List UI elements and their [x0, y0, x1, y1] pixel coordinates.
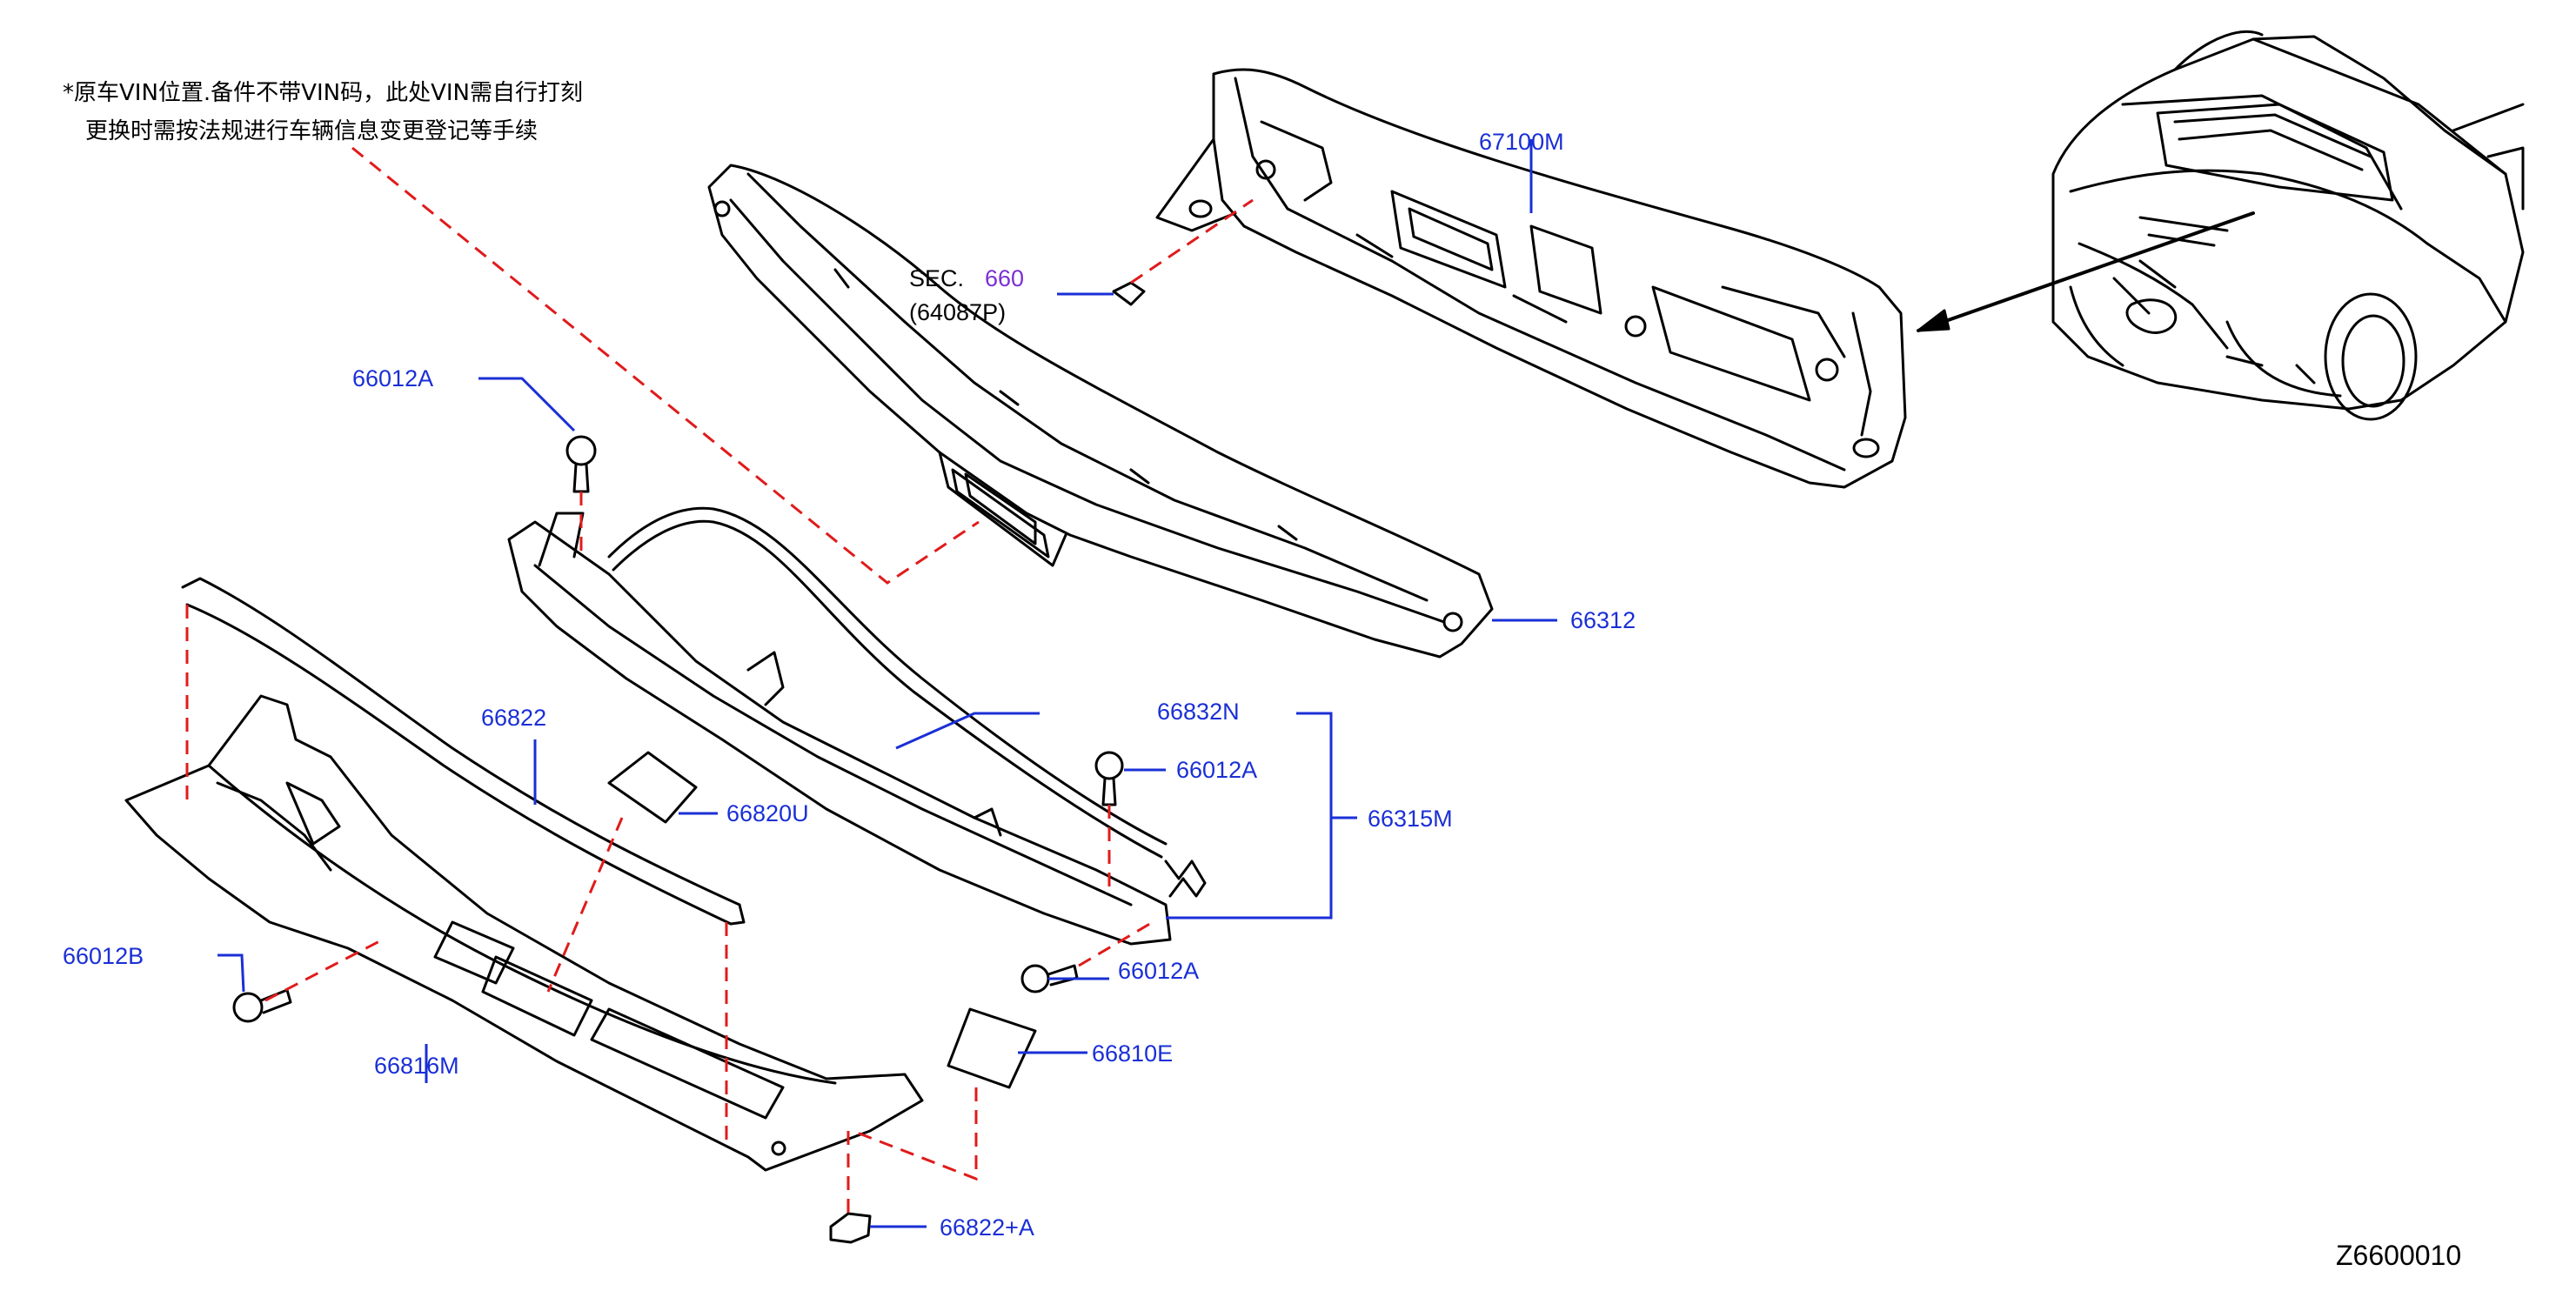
part-label-66012A-low[interactable]: 66012A	[1118, 958, 1200, 984]
dashed-reference-lines	[185, 146, 1254, 1214]
part-label-66810E[interactable]: 66810E	[1092, 1040, 1174, 1067]
part-66315M-cowl-assembly	[507, 506, 1207, 946]
part-label-66822A[interactable]: 66822+A	[940, 1214, 1034, 1241]
part-label-66315M[interactable]: 66315M	[1368, 806, 1453, 832]
leader-lines	[217, 139, 1557, 1228]
part-67100M-dash-panel	[1155, 68, 1907, 489]
part-label-66012A-mid[interactable]: 66012A	[1176, 757, 1258, 783]
part-label-66822[interactable]: 66822	[481, 705, 547, 731]
bolt-66012A-mid	[1094, 751, 1124, 806]
section-ref-number[interactable]: 660	[985, 265, 1025, 291]
vehicle-illustration	[2051, 30, 2525, 421]
part-66822-seal-strip	[181, 577, 746, 926]
part-66820U-pad	[607, 751, 698, 824]
section-ref-prefix: SEC.	[909, 265, 965, 291]
part-label-66832N[interactable]: 66832N	[1157, 699, 1240, 725]
part-66816M-cowl-grille	[124, 694, 924, 1172]
part-label-66820U[interactable]: 66820U	[726, 800, 809, 826]
vin-note-line2: 更换时需按法规进行车辆信息变更登记等手续	[85, 118, 539, 144]
part-66312-cowl-top	[707, 164, 1494, 659]
part-label-66312[interactable]: 66312	[1570, 607, 1636, 633]
section-ref-sub: (64087P)	[909, 299, 1007, 325]
part-label-66012B[interactable]: 66012B	[63, 943, 144, 969]
part-66810E-pad	[947, 1007, 1037, 1089]
bolt-66012B	[232, 988, 292, 1023]
vin-note-line1: *原车VIN位置.备件不带VIN码，此处VIN需自行打刻	[63, 80, 583, 106]
bolt-66012A-top	[565, 435, 597, 493]
part-label-67100M[interactable]: 67100M	[1479, 129, 1564, 155]
clip-64087P	[1112, 281, 1146, 306]
part-label-66816M[interactable]: 66816M	[374, 1053, 459, 1079]
diagram-id: Z6600010	[2336, 1240, 2462, 1271]
part-66822A-block	[829, 1212, 872, 1244]
part-label-66012A-top[interactable]: 66012A	[352, 365, 434, 391]
